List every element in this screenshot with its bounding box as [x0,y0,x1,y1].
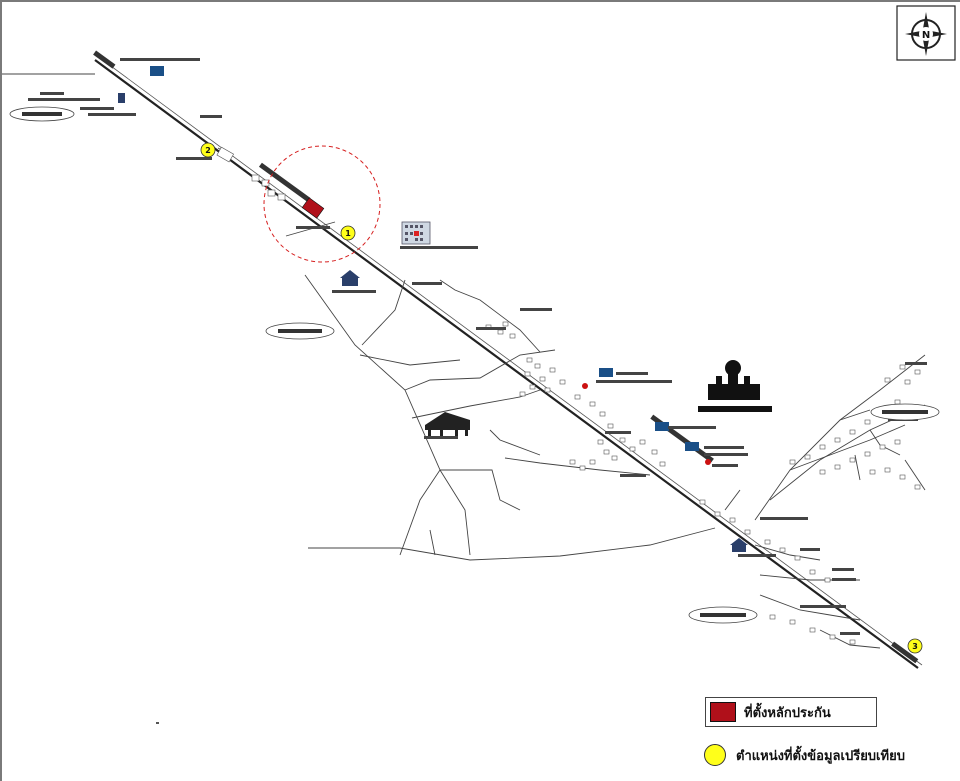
comparison-marker-3: 3 [907,638,923,654]
village-label [688,606,758,624]
office-icon [599,368,613,377]
legend-comparison: ตำแหน่งที่ตั้งข้อมูลเปรียบเทียบ [704,744,905,766]
red-landmark-icon [705,459,711,465]
village-label [9,106,75,122]
tiny-label-lines [28,58,927,635]
village-label [870,403,940,421]
water-tower-icon [118,93,125,103]
school-icon [340,270,360,286]
svg-text:2: 2 [205,146,211,155]
legend-collateral-label: ที่ตั้งหลักประกัน [744,705,831,721]
compass-icon: N [896,5,956,61]
hospital-icon [401,221,431,245]
svg-text:3: 3 [912,642,918,651]
secondary-roads [2,73,926,649]
legend-red-swatch [710,702,736,722]
red-landmark-icon [582,383,588,389]
building-blocks [216,146,921,645]
comparison-marker-2: 2 [200,142,216,158]
stray-mark [156,722,159,724]
collateral-site-marker [301,197,325,219]
office-icon [655,422,669,431]
legend-collateral: ที่ตั้งหลักประกัน [705,697,877,727]
svg-text:1: 1 [345,229,351,238]
legend-yellow-swatch [704,744,726,766]
office-icon [150,66,164,76]
legend-comparison-label: ตำแหน่งที่ตั้งข้อมูลเปรียบเทียบ [736,748,905,764]
temple-icon [425,412,470,436]
school-icon [730,538,748,552]
collateral-highlight-circle [263,145,381,263]
main-highway [94,57,923,669]
comparison-marker-1: 1 [340,225,356,241]
office-icons [150,66,699,451]
camp-name-bar [698,406,772,412]
svg-text:N: N [922,30,930,41]
military-camp-icon [708,360,760,400]
village-label [265,322,335,340]
office-icon [685,442,699,451]
